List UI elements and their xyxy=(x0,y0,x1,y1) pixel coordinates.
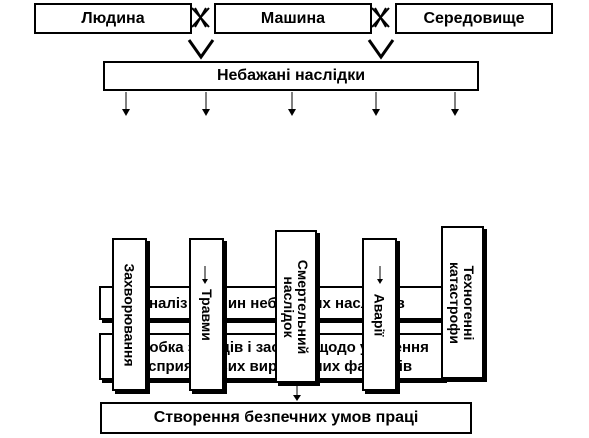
category-accidents-label: Аварії xyxy=(371,293,388,336)
box-environment-label: Середовище xyxy=(423,9,525,27)
down-arrows xyxy=(125,92,456,110)
down-arrowheads xyxy=(122,109,459,116)
category-technogenic-catastrophes-label: Техногенні катастрофи xyxy=(447,261,478,344)
cross-connector-right xyxy=(371,7,390,28)
cross-connector-left xyxy=(191,7,210,28)
category-diseases-label: Захворювання xyxy=(121,262,138,367)
box-undesirable-consequences: Небажані наслідки xyxy=(103,61,479,91)
box-machine: Машина xyxy=(214,3,372,34)
category-fatal-outcome: Смертельний наслідок xyxy=(275,230,317,383)
chevron-arrow-left xyxy=(187,39,215,60)
category-diseases: Захворювання xyxy=(112,238,147,391)
arrow-to-safe-conditions xyxy=(293,385,301,401)
chevron-arrow-right xyxy=(367,39,395,60)
box-machine-label: Машина xyxy=(260,9,326,27)
category-injuries: Травми xyxy=(189,238,224,391)
category-fatal-outcome-label: Смертельний наслідок xyxy=(281,259,311,354)
box-safe-conditions: Створення безпечних умов праці xyxy=(100,402,472,434)
box-environment: Середовище xyxy=(395,3,553,34)
category-injuries-label: Травми xyxy=(198,288,215,341)
box-human: Людина xyxy=(34,3,192,34)
category-technogenic-catastrophes: Техногенні катастрофи xyxy=(441,226,484,379)
box-human-label: Людина xyxy=(81,9,145,27)
safe-conditions-label: Створення безпечних умов праці xyxy=(153,409,419,426)
category-accidents: Аварії xyxy=(362,238,397,391)
undesirable-consequences-label: Небажані наслідки xyxy=(216,67,366,84)
